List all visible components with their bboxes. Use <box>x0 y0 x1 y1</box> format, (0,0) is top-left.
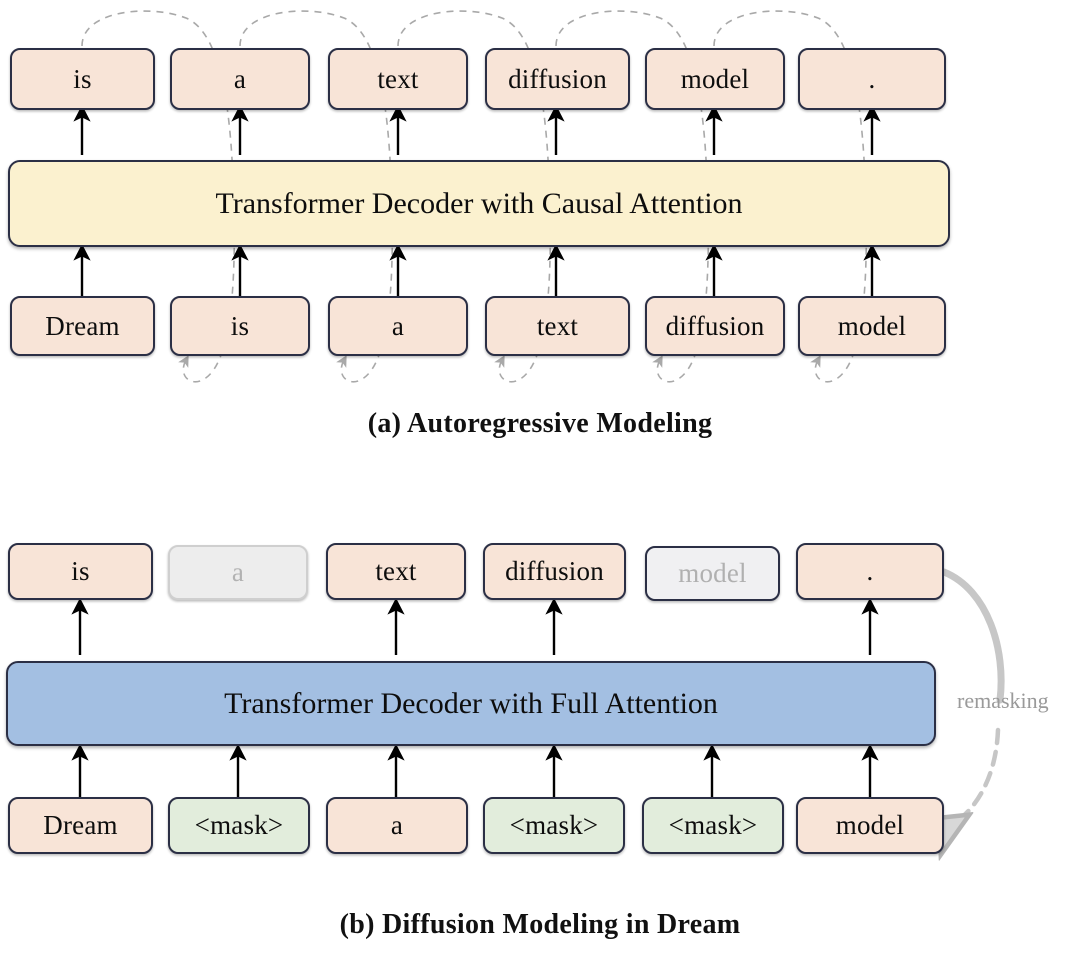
token-label: model <box>837 310 907 341</box>
token-label: <mask> <box>668 810 758 840</box>
token-label: a <box>233 63 247 94</box>
panel-b-output-token-2[interactable]: text <box>326 543 466 600</box>
panel-a-output-token-4[interactable]: model <box>645 48 785 110</box>
panel-b-transformer-bar[interactable]: Transformer Decoder with Full Attention <box>6 661 936 746</box>
token-label: <mask> <box>509 810 599 840</box>
token-label: text <box>536 310 579 341</box>
token-label: model <box>835 810 905 840</box>
token-label: <mask> <box>194 810 284 840</box>
token-label: text <box>377 63 419 94</box>
panel-a-input-token-0[interactable]: Dream <box>10 296 155 356</box>
transformer-bar-label: Transformer Decoder with Causal Attentio… <box>215 186 743 220</box>
token-label: model <box>680 63 750 94</box>
panel-a-transformer-bar[interactable]: Transformer Decoder with Causal Attentio… <box>8 160 950 247</box>
panel-b-output-token-3[interactable]: diffusion <box>483 543 626 600</box>
token-label: model <box>678 558 747 588</box>
panel-a-output-token-1[interactable]: a <box>170 48 310 110</box>
panel-b-input-token-3[interactable]: <mask> <box>483 797 625 854</box>
token-label: a <box>390 810 404 840</box>
panel-b-caption: (b) Diffusion Modeling in Dream <box>339 909 741 940</box>
token-label: diffusion <box>505 556 604 586</box>
panel-a-caption: (a) Autoregressive Modeling <box>367 408 713 439</box>
token-label: a <box>231 557 245 587</box>
panel-b-input-token-4[interactable]: <mask> <box>642 797 784 854</box>
panel-b-output-token-4[interactable]: model <box>645 546 780 601</box>
token-label: is <box>73 63 92 94</box>
token-label: Dream <box>45 310 120 341</box>
transformer-bar-label: Transformer Decoder with Full Attention <box>224 686 718 720</box>
token-label: . <box>868 63 876 94</box>
panel-b-output-token-5[interactable]: . <box>796 543 944 600</box>
panel-b-input-token-5[interactable]: model <box>796 797 944 854</box>
panel-a-input-token-4[interactable]: diffusion <box>645 296 785 356</box>
token-label: is <box>230 310 250 341</box>
panel-a-input-token-2[interactable]: a <box>328 296 468 356</box>
panel-a-input-token-5[interactable]: model <box>798 296 946 356</box>
token-label: . <box>866 556 874 586</box>
token-label: Dream <box>43 810 118 840</box>
panel-b-output-token-0[interactable]: is <box>8 543 153 600</box>
token-label: diffusion <box>665 310 765 341</box>
panel-b-input-token-0[interactable]: Dream <box>8 797 153 854</box>
panel-a-input-token-1[interactable]: is <box>170 296 310 356</box>
panel-b-input-token-1[interactable]: <mask> <box>168 797 310 854</box>
token-label: is <box>71 556 90 586</box>
token-label: diffusion <box>508 63 607 94</box>
panel-a-output-token-3[interactable]: diffusion <box>485 48 630 110</box>
panel-a-output-token-5[interactable]: . <box>798 48 946 110</box>
token-label: text <box>375 556 417 586</box>
panel-a-input-token-3[interactable]: text <box>485 296 630 356</box>
panel-a-output-token-2[interactable]: text <box>328 48 468 110</box>
token-label: a <box>391 310 405 341</box>
panel-b-input-token-2[interactable]: a <box>326 797 468 854</box>
panel-b-output-token-1[interactable]: a <box>168 545 308 600</box>
panel-a-output-token-0[interactable]: is <box>10 48 155 110</box>
remasking-label: remasking <box>957 688 1049 713</box>
